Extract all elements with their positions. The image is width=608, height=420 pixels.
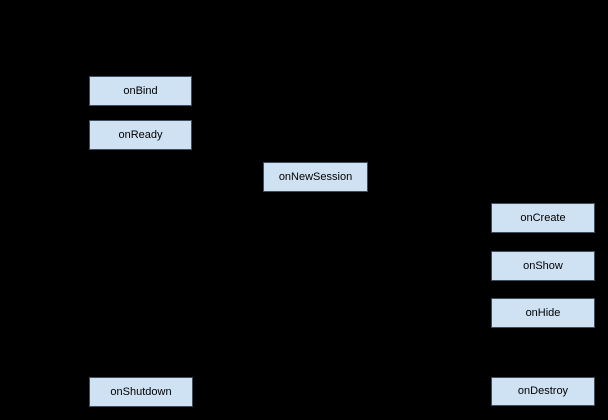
node-oncreate: onCreate (491, 203, 595, 233)
node-onshutdown: onShutdown (89, 377, 193, 407)
node-ondestroy: onDestroy (491, 377, 595, 406)
node-onbind: onBind (89, 76, 192, 106)
node-onhide: onHide (491, 298, 595, 328)
node-onnewsession: onNewSession (263, 162, 368, 192)
node-onready: onReady (89, 120, 192, 150)
node-onshow: onShow (491, 251, 595, 281)
